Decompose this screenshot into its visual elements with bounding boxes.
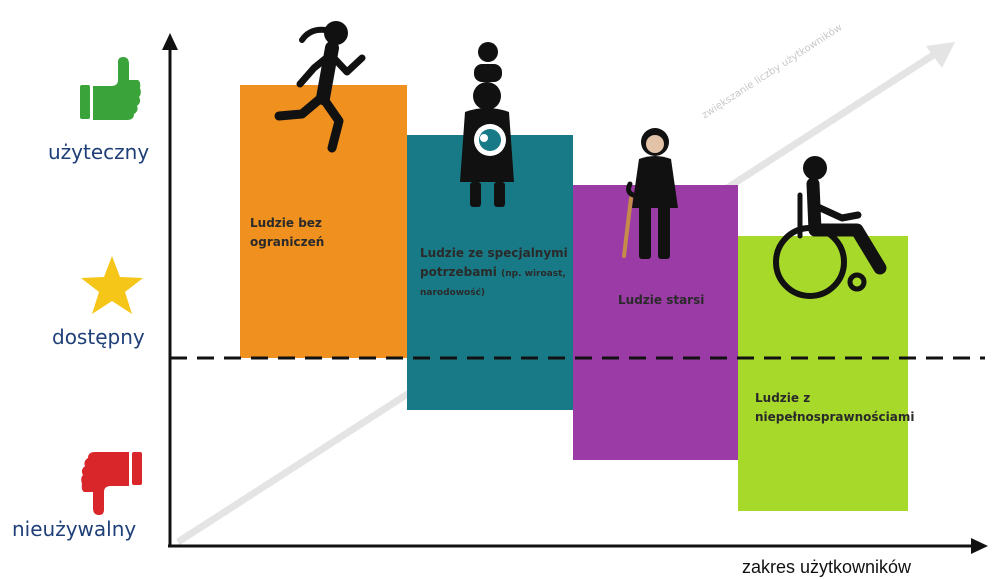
group-label-no-limitations: Ludzie bez ograniczeń (250, 216, 325, 249)
level-label-accessible: dostępny (52, 325, 145, 349)
parent-with-children-icon (460, 42, 514, 207)
thumbs-up-icon (80, 57, 141, 120)
group-box-disabilities (738, 236, 908, 511)
group-label-disabilities: Ludzie z niepełnosprawnościami (755, 391, 915, 424)
group-note-special-needs: (np. wiroast, narodowość) (420, 268, 566, 298)
elderly-person-with-cane-icon (622, 128, 678, 259)
group-box-no-limitations (240, 85, 407, 358)
running-person-icon (274, 21, 366, 153)
group-label-special-needs: Ludzie ze specjalnymi potrzebami (np. wi… (420, 244, 568, 300)
x-axis (168, 538, 988, 554)
thumbs-down-icon (81, 452, 142, 515)
level-label-unusable: nieużywalny (12, 517, 137, 541)
level-label-useful: użyteczny (48, 140, 150, 164)
wheelchair-user-icon (773, 156, 887, 299)
y-axis (162, 33, 178, 546)
x-axis-label: zakres użytkowników (742, 557, 912, 577)
group-box-elderly (573, 185, 738, 460)
group-label-special-needs-text: Ludzie ze specjalnymi potrzebami (420, 246, 568, 279)
group-label-elderly: Ludzie starsi (618, 293, 705, 307)
star-icon (81, 256, 143, 314)
